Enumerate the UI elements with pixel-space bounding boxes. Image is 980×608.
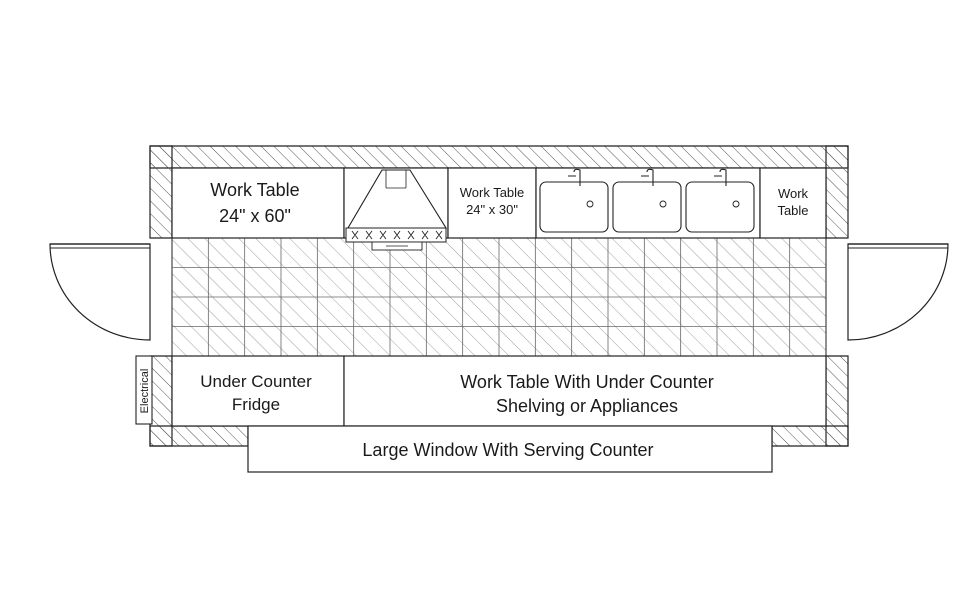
work-table-24x30-size: 24" x 30" xyxy=(466,202,518,217)
serving-window-label: Large Window With Serving Counter xyxy=(362,440,653,460)
burner-icon xyxy=(351,230,443,240)
electrical-label: Electrical xyxy=(139,369,151,414)
electrical-panel: Electrical xyxy=(135,355,153,425)
left-door xyxy=(49,243,151,341)
range-hood-stove xyxy=(343,167,449,251)
serving-window: Large Window With Serving Counter xyxy=(247,425,773,473)
work-table-24x30: Work Table 24" x 30" xyxy=(447,167,537,239)
work-table-24x60-size: 24" x 60" xyxy=(219,206,291,226)
bottom-wall-right xyxy=(771,425,849,447)
under-counter-fridge-label-1: Under Counter xyxy=(200,372,312,391)
work-table-small: Work Table xyxy=(759,167,827,239)
left-wall-upper xyxy=(149,145,173,239)
under-counter-fridge-label-2: Fridge xyxy=(232,395,280,414)
under-counter-fridge: Under Counter Fridge xyxy=(171,355,345,427)
work-table-small-label-2: Table xyxy=(777,203,808,218)
faucet-icon xyxy=(568,168,727,186)
outer-walls xyxy=(149,145,849,447)
right-wall-upper xyxy=(825,145,849,239)
work-table-24x30-label: Work Table xyxy=(460,185,525,200)
top-wall xyxy=(149,145,849,169)
work-table-shelving-label-2: Shelving or Appliances xyxy=(496,396,678,416)
work-table-small-label-1: Work xyxy=(778,186,809,201)
work-table-24x60: Work Table 24" x 60" xyxy=(171,167,345,239)
bottom-wall-left xyxy=(149,425,249,447)
work-table-shelving-label-1: Work Table With Under Counter xyxy=(460,372,713,392)
tiled-floor xyxy=(171,237,827,357)
work-table-shelving: Work Table With Under Counter Shelving o… xyxy=(343,355,827,427)
right-door xyxy=(847,243,949,341)
three-compartment-sink xyxy=(535,167,761,239)
work-table-24x60-label: Work Table xyxy=(210,180,299,200)
